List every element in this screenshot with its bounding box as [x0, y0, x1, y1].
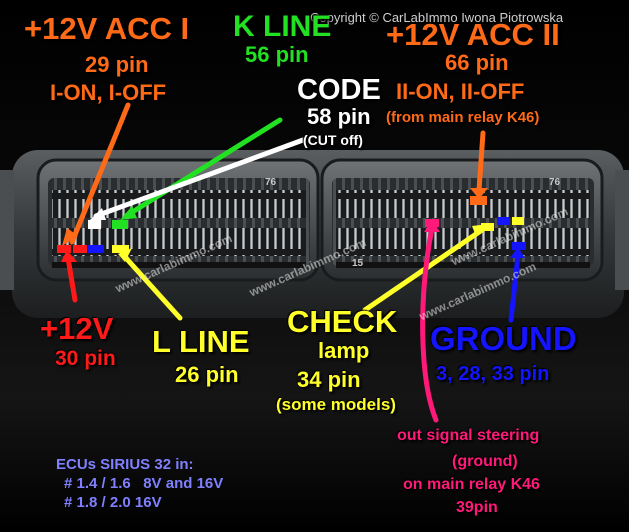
pin-marker-acc2 [470, 196, 487, 205]
acc1-pin: 29 pin [85, 52, 149, 77]
out-signal-line2: (ground) [452, 453, 518, 470]
pin-marker-check [481, 223, 494, 231]
out-signal-line1: out signal steering [397, 427, 540, 444]
acc2-pin: 66 pin [445, 50, 509, 75]
pin-marker-acc1 [57, 245, 71, 253]
out-signal-line4: 39pin [456, 499, 498, 516]
code-title: CODE [297, 74, 381, 106]
copyright-text: Copyright © CarLabImmo Iwona Piotrowska [310, 10, 564, 25]
check-line2: lamp [318, 338, 370, 363]
ecu-info-title: ECUs SIRIUS 32 in: [56, 456, 194, 473]
connector-number-right: 76 [549, 177, 561, 188]
connector-number-left: 76 [265, 177, 277, 188]
lline-pin: 26 pin [175, 362, 239, 387]
check-title: CHECK [287, 304, 398, 339]
pin-marker-code [88, 220, 101, 229]
kline-pin: 56 pin [245, 42, 309, 67]
pin-marker-ground-right-1 [497, 217, 509, 225]
acc1-title: +12V ACC I [24, 11, 190, 46]
check-pin: 34 pin [297, 367, 361, 392]
code-note: (CUT off) [303, 132, 363, 148]
check-note: (some models) [276, 395, 396, 414]
ecu-info: ECUs SIRIUS 32 in: # 1.4 / 1.6 8V and 16… [56, 455, 223, 512]
acc2-title: +12V ACC II [386, 17, 560, 52]
ecu-info-line1: # 1.4 / 1.6 8V and 16V [64, 475, 224, 492]
plus12v-pin: 30 pin [55, 347, 116, 370]
pin-marker-12v [73, 245, 87, 253]
pin-marker-kline [112, 220, 128, 229]
acc2-note2: (from main relay K46) [386, 109, 540, 126]
pin-marker-check-2 [512, 217, 524, 225]
acc2-note: II-ON, II-OFF [396, 79, 525, 104]
arrow-heads [61, 188, 525, 262]
out-signal-line3: on main relay K46 [403, 476, 540, 493]
lline-title: L LINE [152, 324, 250, 359]
ground-pin: 3, 28, 33 pin [436, 363, 550, 385]
ecu-info-line2: # 1.8 / 2.0 16V [64, 494, 162, 511]
pin-marker-lline [112, 245, 129, 253]
code-pin: 58 pin [307, 104, 371, 129]
connector-number-bottom: 15 [352, 258, 364, 269]
plus12v-title: +12V [40, 311, 114, 346]
pin-marker-ground-left [88, 245, 104, 253]
acc1-note: I-ON, I-OFF [50, 80, 167, 105]
pin-marker-ground-right-2 [512, 242, 526, 250]
pointer-lines [65, 102, 521, 423]
kline-title: K LINE [233, 10, 332, 43]
ground-title: GROUND [430, 320, 577, 357]
